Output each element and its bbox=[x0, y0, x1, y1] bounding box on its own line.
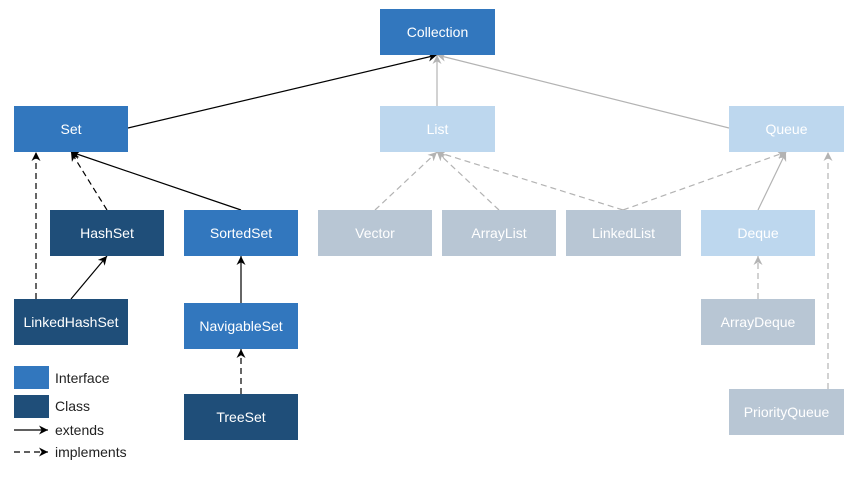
edge-arraylist-implements-list bbox=[436, 151, 500, 211]
node-treeset: TreeSet bbox=[184, 394, 298, 440]
legend-interface-label: Interface bbox=[55, 370, 110, 386]
node-sortedset: SortedSet bbox=[184, 210, 298, 256]
node-hashset: HashSet bbox=[50, 210, 164, 256]
legend-implements-arrow-icon bbox=[14, 447, 48, 457]
node-linkedlist: LinkedList bbox=[566, 210, 681, 256]
legend-interface-swatch bbox=[14, 366, 49, 389]
node-vector: Vector bbox=[318, 210, 432, 256]
edge-deque-extends-queue bbox=[757, 151, 787, 211]
edge-set-extends-collection bbox=[127, 52, 438, 129]
legend-class-swatch bbox=[14, 395, 49, 418]
legend-class-label: Class bbox=[55, 398, 91, 414]
edge-linkedhashset-extends-hashset bbox=[70, 255, 108, 300]
node-arraydeque: ArrayDeque bbox=[701, 299, 815, 345]
node-arraylist: ArrayList bbox=[442, 210, 556, 256]
edge-hashset-implements-set bbox=[70, 151, 108, 211]
edge-queue-extends-collection bbox=[436, 52, 730, 129]
node-priorityqueue: PriorityQueue bbox=[729, 389, 844, 435]
node-queue: Queue bbox=[729, 106, 844, 152]
edge-vector-implements-list bbox=[374, 151, 438, 211]
legend-extends-label: extends bbox=[55, 422, 105, 438]
node-list: List bbox=[380, 106, 495, 152]
node-linkedhashset: LinkedHashSet bbox=[14, 299, 128, 345]
node-deque: Deque bbox=[701, 210, 815, 256]
edge-linkedlist-implements-list bbox=[436, 150, 624, 211]
legend-extends-arrow-icon bbox=[14, 425, 48, 435]
legend-implements-label: implements bbox=[55, 444, 127, 460]
edge-sortedset-extends-set bbox=[70, 150, 242, 211]
node-navigableset: NavigableSet bbox=[184, 303, 298, 349]
node-set: Set bbox=[14, 106, 128, 152]
edge-linkedlist-implements-queue bbox=[622, 150, 787, 211]
node-collection: Collection bbox=[380, 9, 495, 55]
